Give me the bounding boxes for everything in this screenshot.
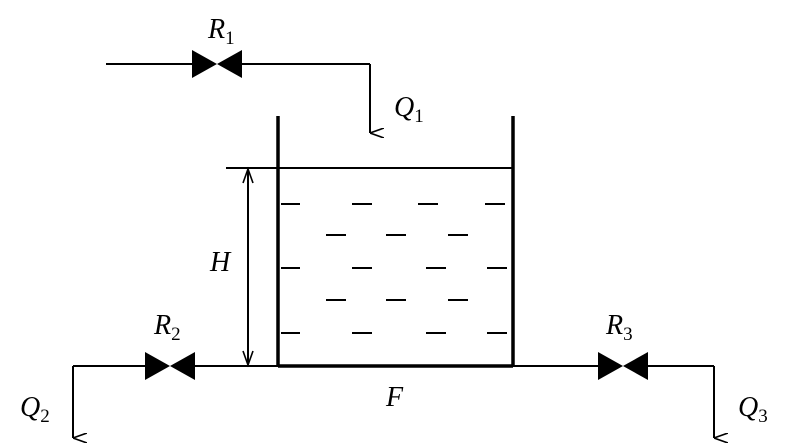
outlet-pipe-left <box>72 365 278 438</box>
inlet-pipe <box>106 63 370 133</box>
valve-r3-icon[interactable] <box>598 352 648 380</box>
label-q3: Q3 <box>738 392 768 427</box>
valve-r1-icon[interactable] <box>192 50 242 78</box>
label-q1: Q1 <box>394 92 424 127</box>
height-dimension <box>242 166 254 368</box>
label-r1: R1 <box>207 14 235 49</box>
valve-r2-icon[interactable] <box>145 352 195 380</box>
tank <box>276 116 515 368</box>
label-r2: R2 <box>153 310 181 345</box>
label-f: F <box>385 382 404 413</box>
label-h: H <box>209 247 232 278</box>
label-r3: R3 <box>605 310 633 345</box>
label-q2: Q2 <box>20 392 50 427</box>
outlet-pipe-right <box>513 365 714 438</box>
liquid-dashes <box>281 203 507 334</box>
